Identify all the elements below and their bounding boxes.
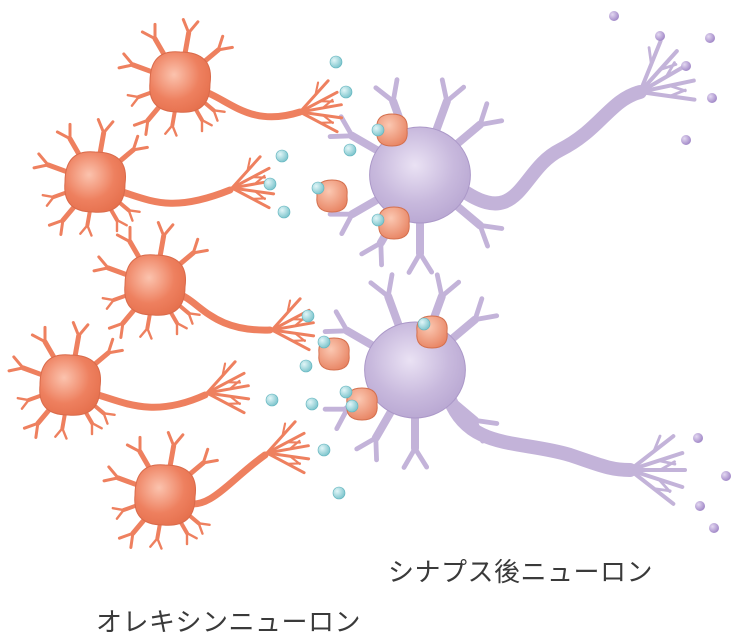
orexin-peptide-icon: [264, 178, 276, 190]
orexin-peptide-icon: [372, 124, 384, 136]
postsynaptic-neuron-icon: [325, 275, 685, 504]
orexin-peptide-icon: [340, 86, 352, 98]
orexin-neurons: [9, 20, 342, 549]
orexin-neuron-icon: [104, 422, 309, 549]
synaptic-bouton: [681, 61, 691, 71]
synaptic-bouton: [609, 11, 619, 21]
orexin-peptide-icon: [302, 310, 314, 322]
synaptic-bouton: [693, 433, 703, 443]
synaptic-bouton: [655, 31, 665, 41]
orexin-peptide-icon: [333, 487, 345, 499]
orexin-peptide-icon: [318, 444, 330, 456]
orexin-peptide-icon: [306, 398, 318, 410]
orexin-peptide-icon: [318, 336, 330, 348]
orexin-peptide-icon: [344, 144, 356, 156]
postsynaptic-neuron-label: シナプス後ニューロン: [388, 552, 653, 589]
postsynaptic-neurons: [325, 11, 731, 533]
synaptic-bouton: [707, 93, 717, 103]
orexin-peptide-icon: [346, 400, 358, 412]
orexin-neuron-icon: [94, 223, 314, 350]
synaptic-bouton: [721, 471, 731, 481]
synaptic-bouton: [681, 135, 691, 145]
synaptic-bouton: [705, 33, 715, 43]
orexin-neuron-icon: [34, 120, 274, 236]
orexin-neuron-icon: [9, 323, 249, 439]
orexin-peptide-icon: [372, 214, 384, 226]
orexin-peptide-icon: [330, 56, 342, 68]
orexin-neuron-label: オレキシンニューロン: [96, 602, 361, 639]
orexin-neuron-icon: [119, 20, 342, 136]
synaptic-bouton: [709, 523, 719, 533]
orexin-peptide-icon: [340, 386, 352, 398]
synaptic-bouton: [695, 501, 705, 511]
orexin-peptide-icon: [300, 360, 312, 372]
orexin-peptide-icon: [278, 206, 290, 218]
orexin-peptide-icon: [266, 394, 278, 406]
orexin-peptide-icon: [276, 150, 288, 162]
orexin-peptide-icon: [418, 318, 430, 330]
orexin-peptide-icon: [312, 182, 324, 194]
